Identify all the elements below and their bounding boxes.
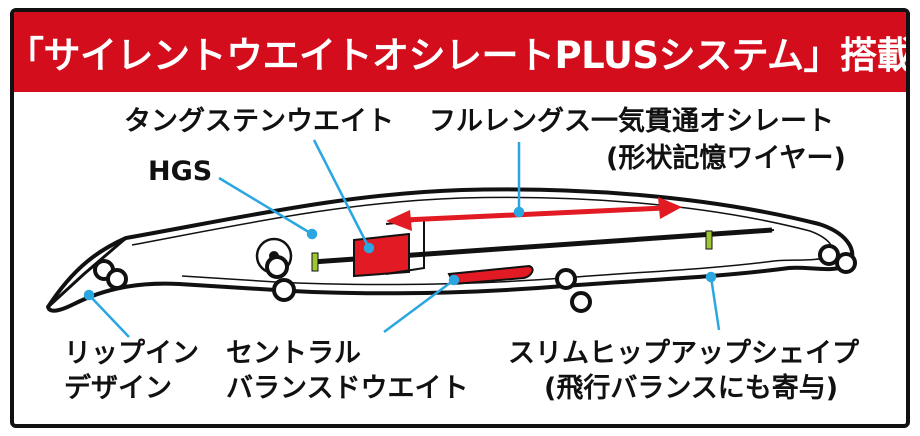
label-slim: スリムヒップアップシェイプ [508, 338, 860, 369]
leader-lip [88, 294, 130, 338]
belly-hook-ring-mid [555, 268, 592, 313]
wire-marker-rear [705, 230, 713, 250]
title-banner: 「サイレントウエイトオシレートPLUSシステム」搭載 [14, 12, 906, 92]
label-lip-sub: デザイン [64, 372, 172, 404]
leader-hgs [218, 176, 313, 236]
label-hgs: HGS [148, 156, 212, 187]
label-slim-sub: (飛行バランスにも寄与) [544, 372, 838, 404]
label-lip: リップイン [64, 338, 199, 369]
oscillation-arrow [386, 197, 682, 231]
leader-slim [709, 276, 721, 331]
leader-hgs-dot [306, 228, 318, 240]
front-eye-ring [93, 259, 128, 290]
leader-lip-dot [83, 289, 95, 301]
wire-tail [723, 229, 775, 235]
central-weight [447, 264, 534, 286]
label-central: セントラル [226, 338, 361, 369]
leader-tungsten-dot [363, 242, 375, 254]
tungsten-weight [353, 232, 410, 278]
leader-central [383, 278, 455, 334]
leader-slim-dot [705, 271, 717, 283]
lip [46, 236, 127, 309]
label-tungsten: タングステンウエイト [124, 105, 394, 137]
banner-title: 「サイレントウエイトオシレートPLUSシステム」搭載 [10, 34, 910, 77]
belly-hook-ring-front [265, 255, 296, 302]
leader-central-dot [448, 274, 460, 286]
wire-marker-front [311, 252, 319, 272]
leader-fulllength-dot [513, 206, 525, 218]
label-full-length: フルレングス一気貫通オシレート [429, 105, 834, 137]
tail-ring [818, 244, 857, 274]
leader-tungsten [312, 139, 371, 249]
label-central-sub: バランスドウエイト [226, 373, 468, 404]
diagram-frame: 「サイレントウエイトオシレートPLUSシステム」搭載 [10, 8, 910, 428]
label-full-length-sub: (形状記憶ワイヤー) [606, 142, 846, 174]
lure-diagram: タングステンウエイト フルレングス一気貫通オシレート (形状記憶ワイヤー) HG… [46, 105, 860, 404]
